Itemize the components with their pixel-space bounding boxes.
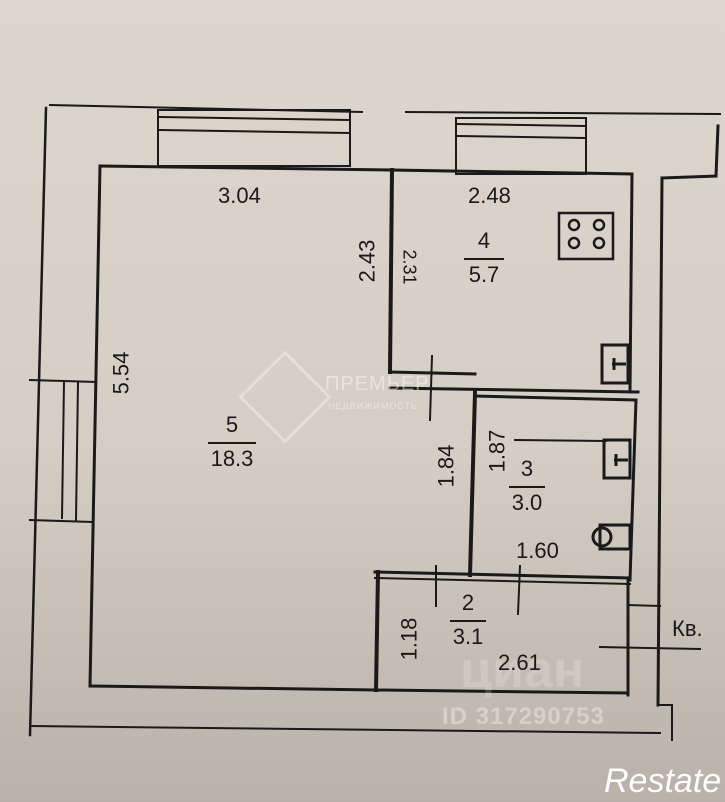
- bath-width: 1.60: [516, 538, 559, 563]
- room4-label: 4 5.7: [458, 230, 510, 286]
- sink-icon: [600, 343, 630, 385]
- restate-logo: Restate: [604, 762, 722, 800]
- cian-watermark: циан: [460, 641, 585, 699]
- apartment-label: Кв.: [672, 616, 703, 641]
- room3-label: 3 3.0: [505, 458, 549, 514]
- sink-icon: [602, 438, 632, 480]
- hall-width: 2.61: [498, 650, 541, 675]
- partition-upper-dim: 2.43: [354, 239, 380, 283]
- hall-depth: 1.18: [396, 617, 422, 661]
- kitchen-width: 2.48: [468, 183, 511, 208]
- stove-icon: [557, 211, 615, 261]
- toilet-icon: [591, 523, 632, 551]
- listing-id-watermark: ID 317290753: [442, 703, 605, 730]
- room2-label: 2 3.1: [446, 592, 490, 648]
- room5-width: 3.04: [218, 183, 261, 208]
- room5-length: 5.54: [108, 351, 134, 395]
- kitchen-depth: 2.31: [399, 249, 420, 285]
- agency-sub-watermark: НЕДВИЖИМОСТЬ: [328, 401, 418, 411]
- room5-label: 5 18.3: [196, 414, 268, 470]
- partition-lower-dim: 1.84: [433, 444, 459, 488]
- agency-watermark: ПРЕМЬЕР: [325, 373, 430, 395]
